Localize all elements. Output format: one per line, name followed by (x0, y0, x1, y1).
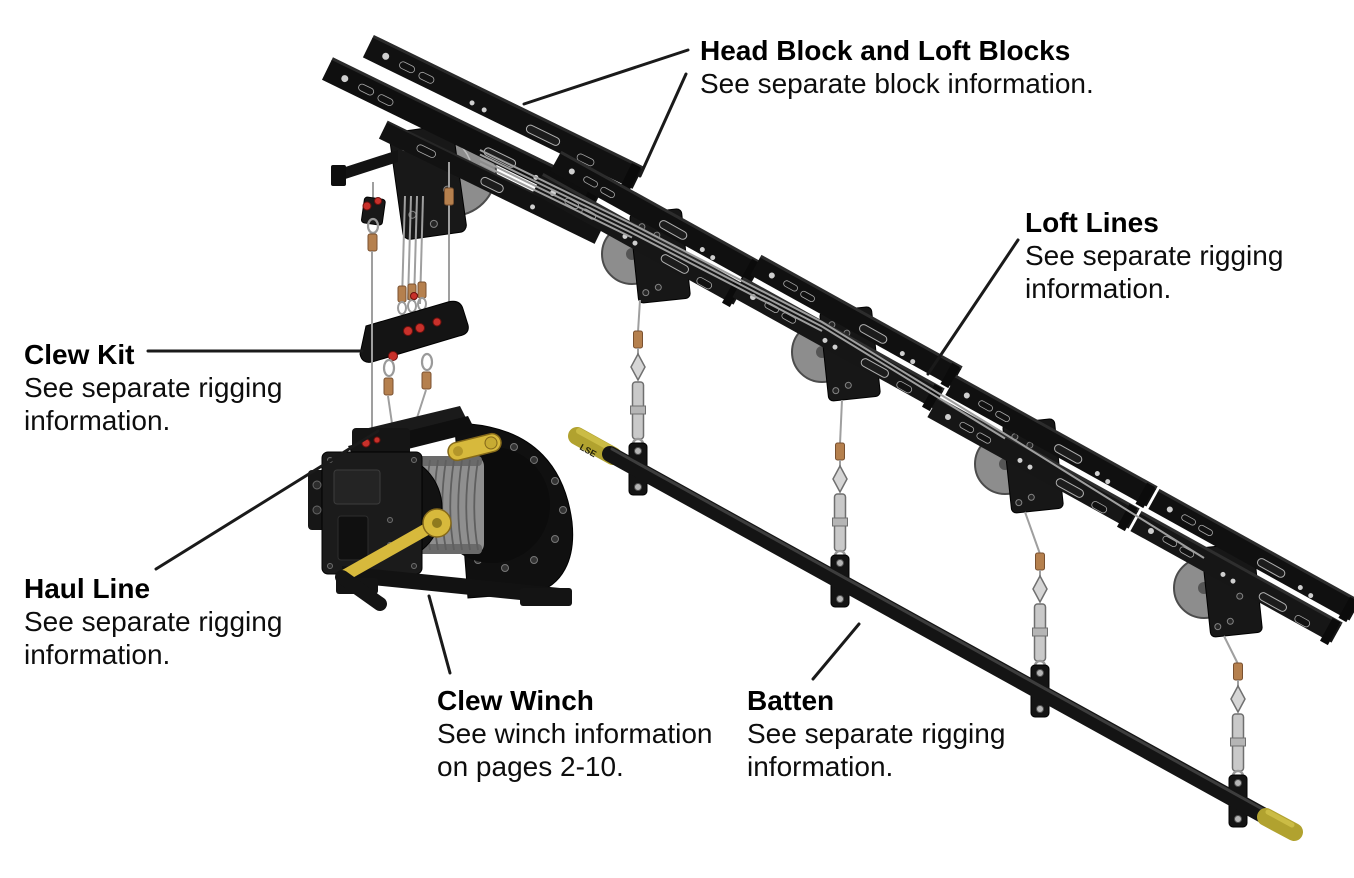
callout-haul-line: Haul Line See separate rigging informati… (24, 572, 282, 671)
callout-text: See separate block information. (700, 68, 1094, 99)
callout-text: information. (24, 639, 171, 670)
clew-winch-graphic (308, 406, 574, 611)
callout-loft-lines: Loft Lines See separate rigging informat… (1025, 206, 1283, 305)
callout-text: information. (24, 405, 171, 436)
batten-clamp-bolts (634, 447, 1242, 823)
leader-head-block-1 (522, 48, 690, 106)
turnbuckle-1 (629, 329, 647, 451)
callout-title: Haul Line (24, 573, 151, 604)
callout-text: See separate rigging (24, 606, 283, 637)
callout-text: information. (1025, 273, 1172, 304)
turnbuckle-3 (1031, 551, 1049, 673)
callout-title: Head Block and Loft Blocks (700, 35, 1071, 66)
head-block-arm (331, 150, 398, 186)
callout-text: See separate rigging (1025, 240, 1284, 271)
loft-lines-graphic (479, 149, 1205, 559)
callout-head-block: Head Block and Loft Blocks See separate … (700, 34, 1094, 100)
winch-ratchet-lever (447, 432, 502, 462)
callout-title: Clew Kit (24, 339, 135, 370)
leader-loft-lines (926, 238, 1020, 376)
callout-title: Batten (747, 685, 835, 716)
callout-clew-kit: Clew Kit See separate rigging informatio… (24, 338, 282, 437)
callout-text: on pages 2-10. (437, 751, 624, 782)
swage-fitting (444, 187, 454, 206)
callout-text: See separate rigging (747, 718, 1006, 749)
callout-clew-winch: Clew Winch See winch information on page… (437, 684, 712, 783)
winch-crank-handle (335, 508, 452, 611)
callout-text: information. (747, 751, 894, 782)
clew-kit-graphic (359, 281, 469, 396)
callout-text: See winch information (437, 718, 713, 749)
callout-title: Loft Lines (1025, 207, 1159, 238)
turnbuckle-4 (1229, 661, 1247, 783)
callout-title: Clew Winch (437, 685, 594, 716)
leader-batten (811, 622, 861, 681)
head-block-beams (321, 34, 644, 244)
leader-haul-line (154, 429, 380, 571)
turnbuckle-2 (831, 441, 849, 563)
leader-lines (146, 48, 1020, 681)
callout-text: See separate rigging (24, 372, 283, 403)
callout-batten: Batten See separate rigging information. (747, 684, 1005, 783)
leader-head-block-2 (638, 72, 688, 178)
batten-graphic: LSE (568, 427, 1303, 841)
leader-clew-winch (427, 594, 452, 675)
